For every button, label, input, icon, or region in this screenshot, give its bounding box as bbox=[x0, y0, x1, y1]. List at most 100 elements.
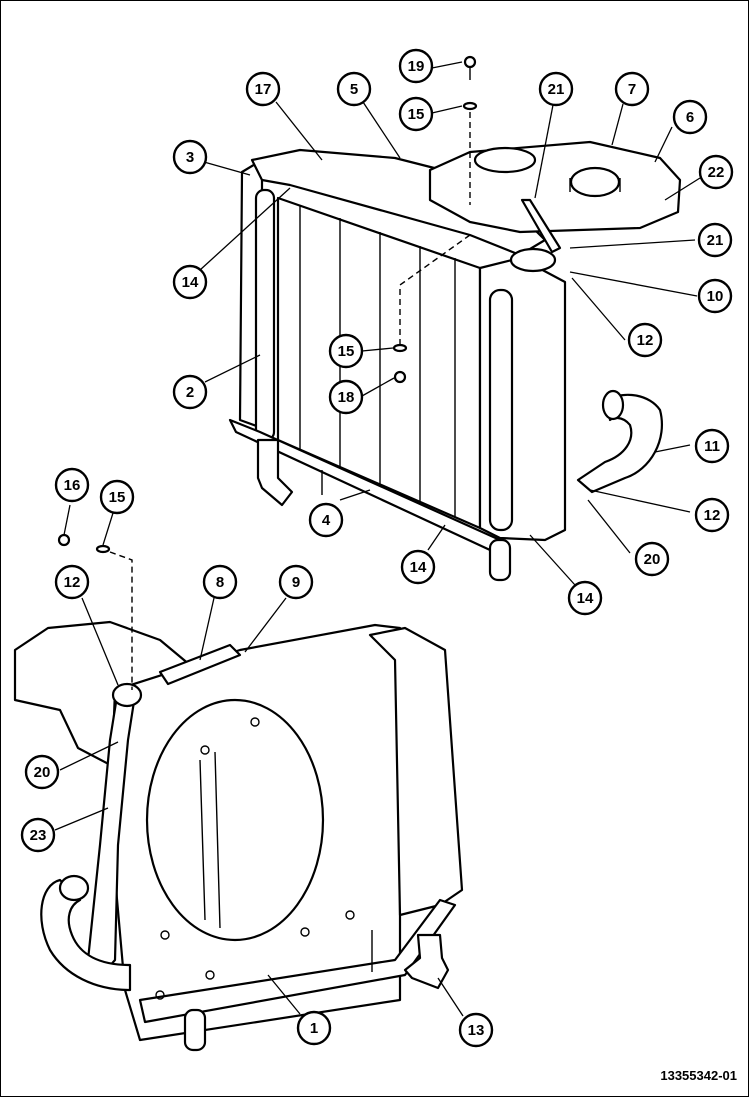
callout-14-bottom: 14 bbox=[400, 549, 436, 585]
callout-10: 10 bbox=[697, 278, 733, 314]
callout-17: 17 bbox=[245, 71, 281, 107]
overflow-tank-body bbox=[428, 140, 682, 234]
svg-text:4: 4 bbox=[322, 512, 331, 529]
svg-text:10: 10 bbox=[707, 288, 724, 305]
callout-20-right: 20 bbox=[634, 541, 670, 577]
callout-12-right: 12 bbox=[694, 497, 730, 533]
svg-text:11: 11 bbox=[704, 438, 720, 455]
fastener-stack-upper bbox=[392, 55, 478, 384]
callout-13: 13 bbox=[458, 1012, 494, 1048]
svg-text:7: 7 bbox=[628, 81, 636, 98]
svg-text:15: 15 bbox=[109, 489, 126, 506]
shroud-mounting-holes bbox=[155, 717, 355, 1000]
radiator-cap bbox=[509, 247, 557, 273]
radiator-left-pipe bbox=[254, 188, 276, 442]
washer-lower bbox=[392, 343, 408, 353]
callout-1: 1 bbox=[296, 1010, 332, 1046]
leader-lines bbox=[54, 61, 701, 1017]
callout-7: 7 bbox=[614, 71, 650, 107]
shroud-bottom-stub bbox=[183, 1008, 207, 1052]
callout-20-left: 20 bbox=[24, 754, 60, 790]
svg-text:2: 2 bbox=[186, 384, 194, 401]
callout-16: 16 bbox=[54, 467, 90, 503]
svg-text:22: 22 bbox=[708, 164, 725, 181]
radiator-core bbox=[276, 196, 482, 530]
svg-text:1: 1 bbox=[310, 1020, 318, 1037]
callout-6: 6 bbox=[672, 99, 708, 135]
overflow-tank-gauge bbox=[473, 146, 537, 174]
svg-text:21: 21 bbox=[707, 232, 724, 249]
callout-12-upper: 12 bbox=[627, 322, 663, 358]
svg-text:14: 14 bbox=[182, 274, 199, 291]
callout-9: 9 bbox=[278, 564, 314, 600]
callout-3: 3 bbox=[172, 139, 208, 175]
svg-text:14: 14 bbox=[577, 590, 594, 607]
lower-washer bbox=[95, 544, 111, 554]
callout-2: 2 bbox=[172, 374, 208, 410]
radiator-filler-neck bbox=[509, 198, 562, 273]
radiator-bottom-stub bbox=[488, 538, 512, 582]
washer-upper bbox=[462, 101, 478, 111]
callout-21-right: 21 bbox=[697, 222, 733, 258]
callout-21-top: 21 bbox=[538, 71, 574, 107]
radiator-edge-behind bbox=[199, 751, 221, 929]
svg-text:15: 15 bbox=[408, 106, 425, 123]
hose-top-end bbox=[111, 682, 143, 708]
lower-drain-fitting bbox=[403, 933, 450, 990]
svg-text:18: 18 bbox=[338, 389, 355, 406]
callout-5: 5 bbox=[336, 71, 372, 107]
radiator-assembly bbox=[228, 148, 567, 582]
svg-text:6: 6 bbox=[686, 109, 694, 126]
callout-14-right: 14 bbox=[567, 580, 603, 616]
callout-23: 23 bbox=[20, 817, 56, 853]
callout-15-lower: 15 bbox=[99, 479, 135, 515]
svg-text:15: 15 bbox=[338, 343, 355, 360]
callout-4: 4 bbox=[308, 502, 344, 538]
svg-text:14: 14 bbox=[410, 559, 427, 576]
callout-22: 22 bbox=[698, 154, 734, 190]
callout-19: 19 bbox=[398, 48, 434, 84]
cap-sides bbox=[569, 178, 621, 192]
fan-shroud-side-panel bbox=[368, 626, 464, 917]
svg-text:8: 8 bbox=[216, 574, 224, 591]
upper-radiator-hose bbox=[576, 393, 663, 494]
upper-hose-end bbox=[601, 389, 625, 421]
lower-bolt bbox=[57, 533, 71, 547]
figure-number: 13355342-01 bbox=[660, 1068, 737, 1083]
overflow-tank bbox=[428, 140, 682, 234]
bolt-head bbox=[463, 55, 477, 69]
svg-text:12: 12 bbox=[704, 507, 721, 524]
overflow-tank-cap bbox=[569, 166, 621, 198]
drain-fitting bbox=[256, 438, 294, 507]
svg-text:21: 21 bbox=[548, 81, 565, 98]
svg-text:3: 3 bbox=[186, 149, 194, 166]
svg-text:12: 12 bbox=[64, 574, 81, 591]
fan-shroud-bottom-rail bbox=[138, 898, 457, 1024]
fan-opening bbox=[145, 698, 325, 942]
svg-text:17: 17 bbox=[255, 81, 272, 98]
svg-text:13: 13 bbox=[468, 1022, 485, 1039]
callout-15-top: 15 bbox=[398, 96, 434, 132]
radiator-right-pipe bbox=[488, 288, 514, 532]
callout-11: 11 bbox=[694, 428, 730, 464]
svg-text:5: 5 bbox=[350, 81, 358, 98]
nut-lower bbox=[393, 370, 407, 384]
svg-text:16: 16 bbox=[64, 477, 81, 494]
shroud-bracket bbox=[158, 643, 242, 686]
svg-text:20: 20 bbox=[644, 551, 661, 568]
svg-text:23: 23 bbox=[30, 827, 47, 844]
svg-text:19: 19 bbox=[408, 58, 425, 75]
overflow-hose-clip bbox=[520, 198, 562, 254]
inlet-elbow-hose bbox=[40, 878, 132, 992]
callout-18: 18 bbox=[328, 379, 364, 415]
callout-8: 8 bbox=[202, 564, 238, 600]
svg-text:9: 9 bbox=[292, 574, 300, 591]
svg-text:20: 20 bbox=[34, 764, 51, 781]
callout-15-middle: 15 bbox=[328, 333, 364, 369]
callout-14-upper: 14 bbox=[172, 264, 208, 300]
fan-shroud-assembly bbox=[13, 620, 464, 1052]
inlet-hose-end bbox=[58, 874, 90, 902]
lower-assembly-axis bbox=[109, 551, 133, 690]
callout-12-lower: 12 bbox=[54, 564, 90, 600]
